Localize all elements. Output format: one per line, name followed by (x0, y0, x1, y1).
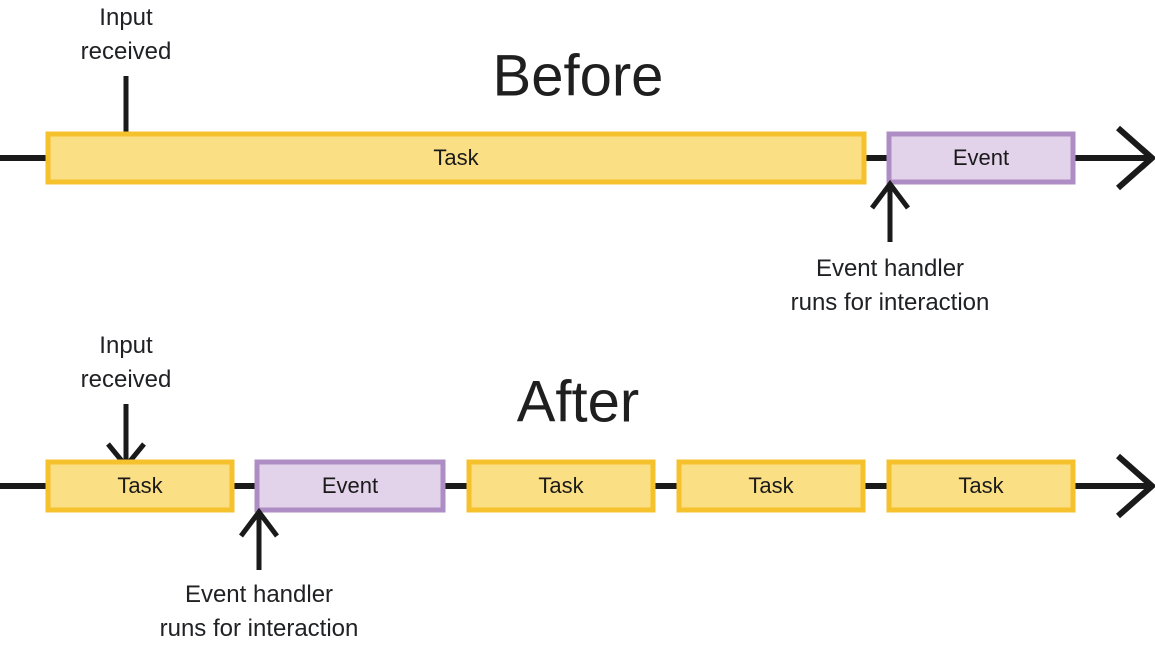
after-title: After (517, 369, 640, 434)
after-task-2-box[interactable] (466, 459, 656, 513)
after-input-received-label-line1: Input (99, 332, 153, 359)
after-block-task-1[interactable]: Task (45, 459, 235, 513)
before-block-task[interactable]: Task (45, 131, 867, 185)
after-task-3-box[interactable] (676, 459, 866, 513)
before-input-received-label-line1: Input (99, 4, 153, 31)
after-task-3-label: Task (748, 473, 794, 498)
after-event-box[interactable] (254, 459, 446, 513)
before-timeline-arrow-head-icon (1116, 125, 1155, 191)
after-task-4-box[interactable] (886, 459, 1076, 513)
before-block-event[interactable]: Event (886, 131, 1076, 185)
after-block-task-3[interactable]: Task (676, 459, 866, 513)
after-section: After Input received Task (0, 332, 1155, 642)
after-input-received-annotation: Input received (81, 332, 172, 470)
after-block-task-2[interactable]: Task (466, 459, 656, 513)
before-input-received-label-line2: received (81, 38, 172, 65)
after-block-event[interactable]: Event (254, 459, 446, 513)
before-event-handler-label-line2: runs for interaction (791, 289, 990, 316)
after-event-label: Event (322, 473, 378, 498)
before-event-box[interactable] (886, 131, 1076, 185)
after-timeline-arrow-head-icon (1116, 453, 1155, 519)
after-task-4-label: Task (958, 473, 1004, 498)
after-task-2-label: Task (538, 473, 584, 498)
before-input-received-annotation: Input received (81, 4, 172, 162)
before-event-handler-annotation: Event handler runs for interaction (791, 179, 990, 316)
before-event-handler-label-line1: Event handler (816, 255, 964, 282)
before-task-box[interactable] (45, 131, 867, 185)
after-event-handler-label-line2: runs for interaction (160, 615, 359, 642)
after-input-received-label-line2: received (81, 366, 172, 393)
after-event-handler-arrow-head-icon (239, 507, 279, 538)
before-task-label: Task (433, 145, 479, 170)
after-block-task-4[interactable]: Task (886, 459, 1076, 513)
after-event-handler-label-line1: Event handler (185, 581, 333, 608)
after-task-1-box[interactable] (45, 459, 235, 513)
before-event-handler-arrow-head-icon (870, 179, 910, 210)
after-task-1-label: Task (117, 473, 163, 498)
before-title: Before (493, 43, 664, 108)
before-section: Before Input received Task Event (0, 4, 1155, 316)
after-event-handler-annotation: Event handler runs for interaction (160, 507, 359, 642)
before-event-label: Event (953, 145, 1009, 170)
